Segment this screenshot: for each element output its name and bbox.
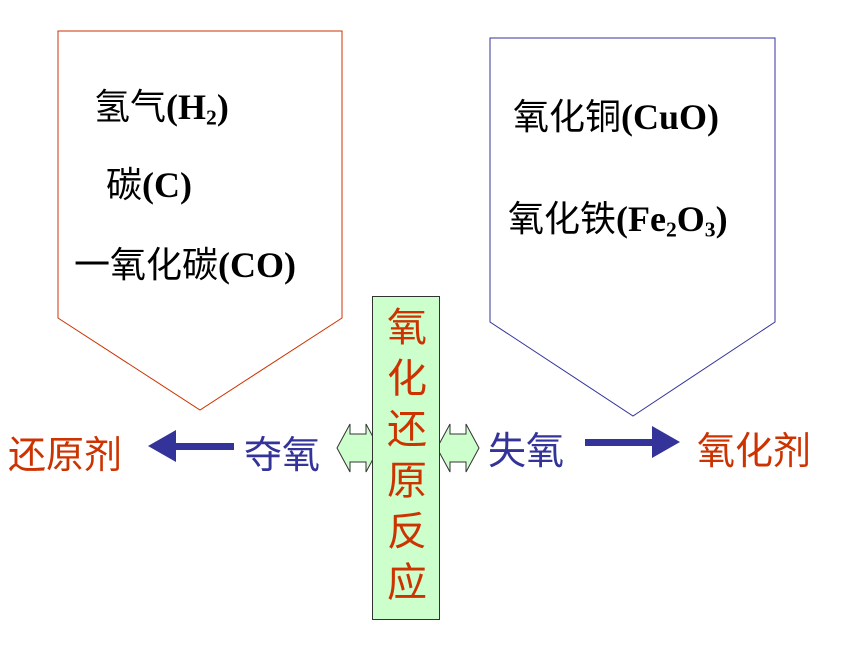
oxidant-cuo: 氧化铜(CuO) <box>513 88 719 140</box>
oxidant-pentagon <box>489 37 776 417</box>
center-char: 还 <box>387 407 427 453</box>
fe2o3-formula-a: (Fe <box>616 199 666 239</box>
fe2o3-close: ) <box>715 199 728 239</box>
reductant-pentagon <box>57 30 343 411</box>
right-double-arrow <box>436 423 480 473</box>
carbon-formula: (C) <box>142 165 192 205</box>
center-char: 化 <box>387 356 427 402</box>
center-char: 原 <box>387 458 427 504</box>
reductant-label: 还原剂 <box>8 433 123 477</box>
oxidant-label: 氧化剂 <box>697 429 812 473</box>
center-char: 反 <box>387 509 427 555</box>
carbon-name: 碳 <box>106 165 143 206</box>
co-name: 一氧化碳 <box>74 245 219 286</box>
cuo-formula: (CuO) <box>621 97 720 137</box>
fe2o3-subscript-b: 3 <box>704 217 716 242</box>
center-char: 应 <box>387 560 427 606</box>
fe2o3-formula-b: O <box>676 199 705 239</box>
redox-reaction-box: 氧 化 还 原 反 应 <box>372 296 440 620</box>
take-oxygen-label: 夺氧 <box>244 433 321 477</box>
lose-oxygen-label: 失氧 <box>488 429 565 473</box>
cuo-name: 氧化铜 <box>513 97 622 138</box>
arrow-to-oxidant <box>585 426 680 458</box>
hydrogen-name: 氢气 <box>94 87 167 128</box>
hydrogen-formula: (H <box>166 87 207 127</box>
fe2o3-subscript-a: 2 <box>665 217 677 242</box>
reductant-co: 一氧化碳(CO) <box>74 236 296 288</box>
co-formula: (CO) <box>218 245 296 285</box>
hydrogen-subscript: 2 <box>206 105 217 130</box>
reductant-hydrogen: 氢气(H2) <box>94 78 229 130</box>
oxidant-fe2o3: 氧化铁(Fe2O3) <box>508 190 728 242</box>
center-char: 氧 <box>387 305 427 351</box>
hydrogen-close: ) <box>216 87 229 127</box>
fe2o3-name: 氧化铁 <box>508 199 617 240</box>
arrow-to-reductant <box>148 430 234 462</box>
reductant-carbon: 碳(C) <box>106 156 192 208</box>
